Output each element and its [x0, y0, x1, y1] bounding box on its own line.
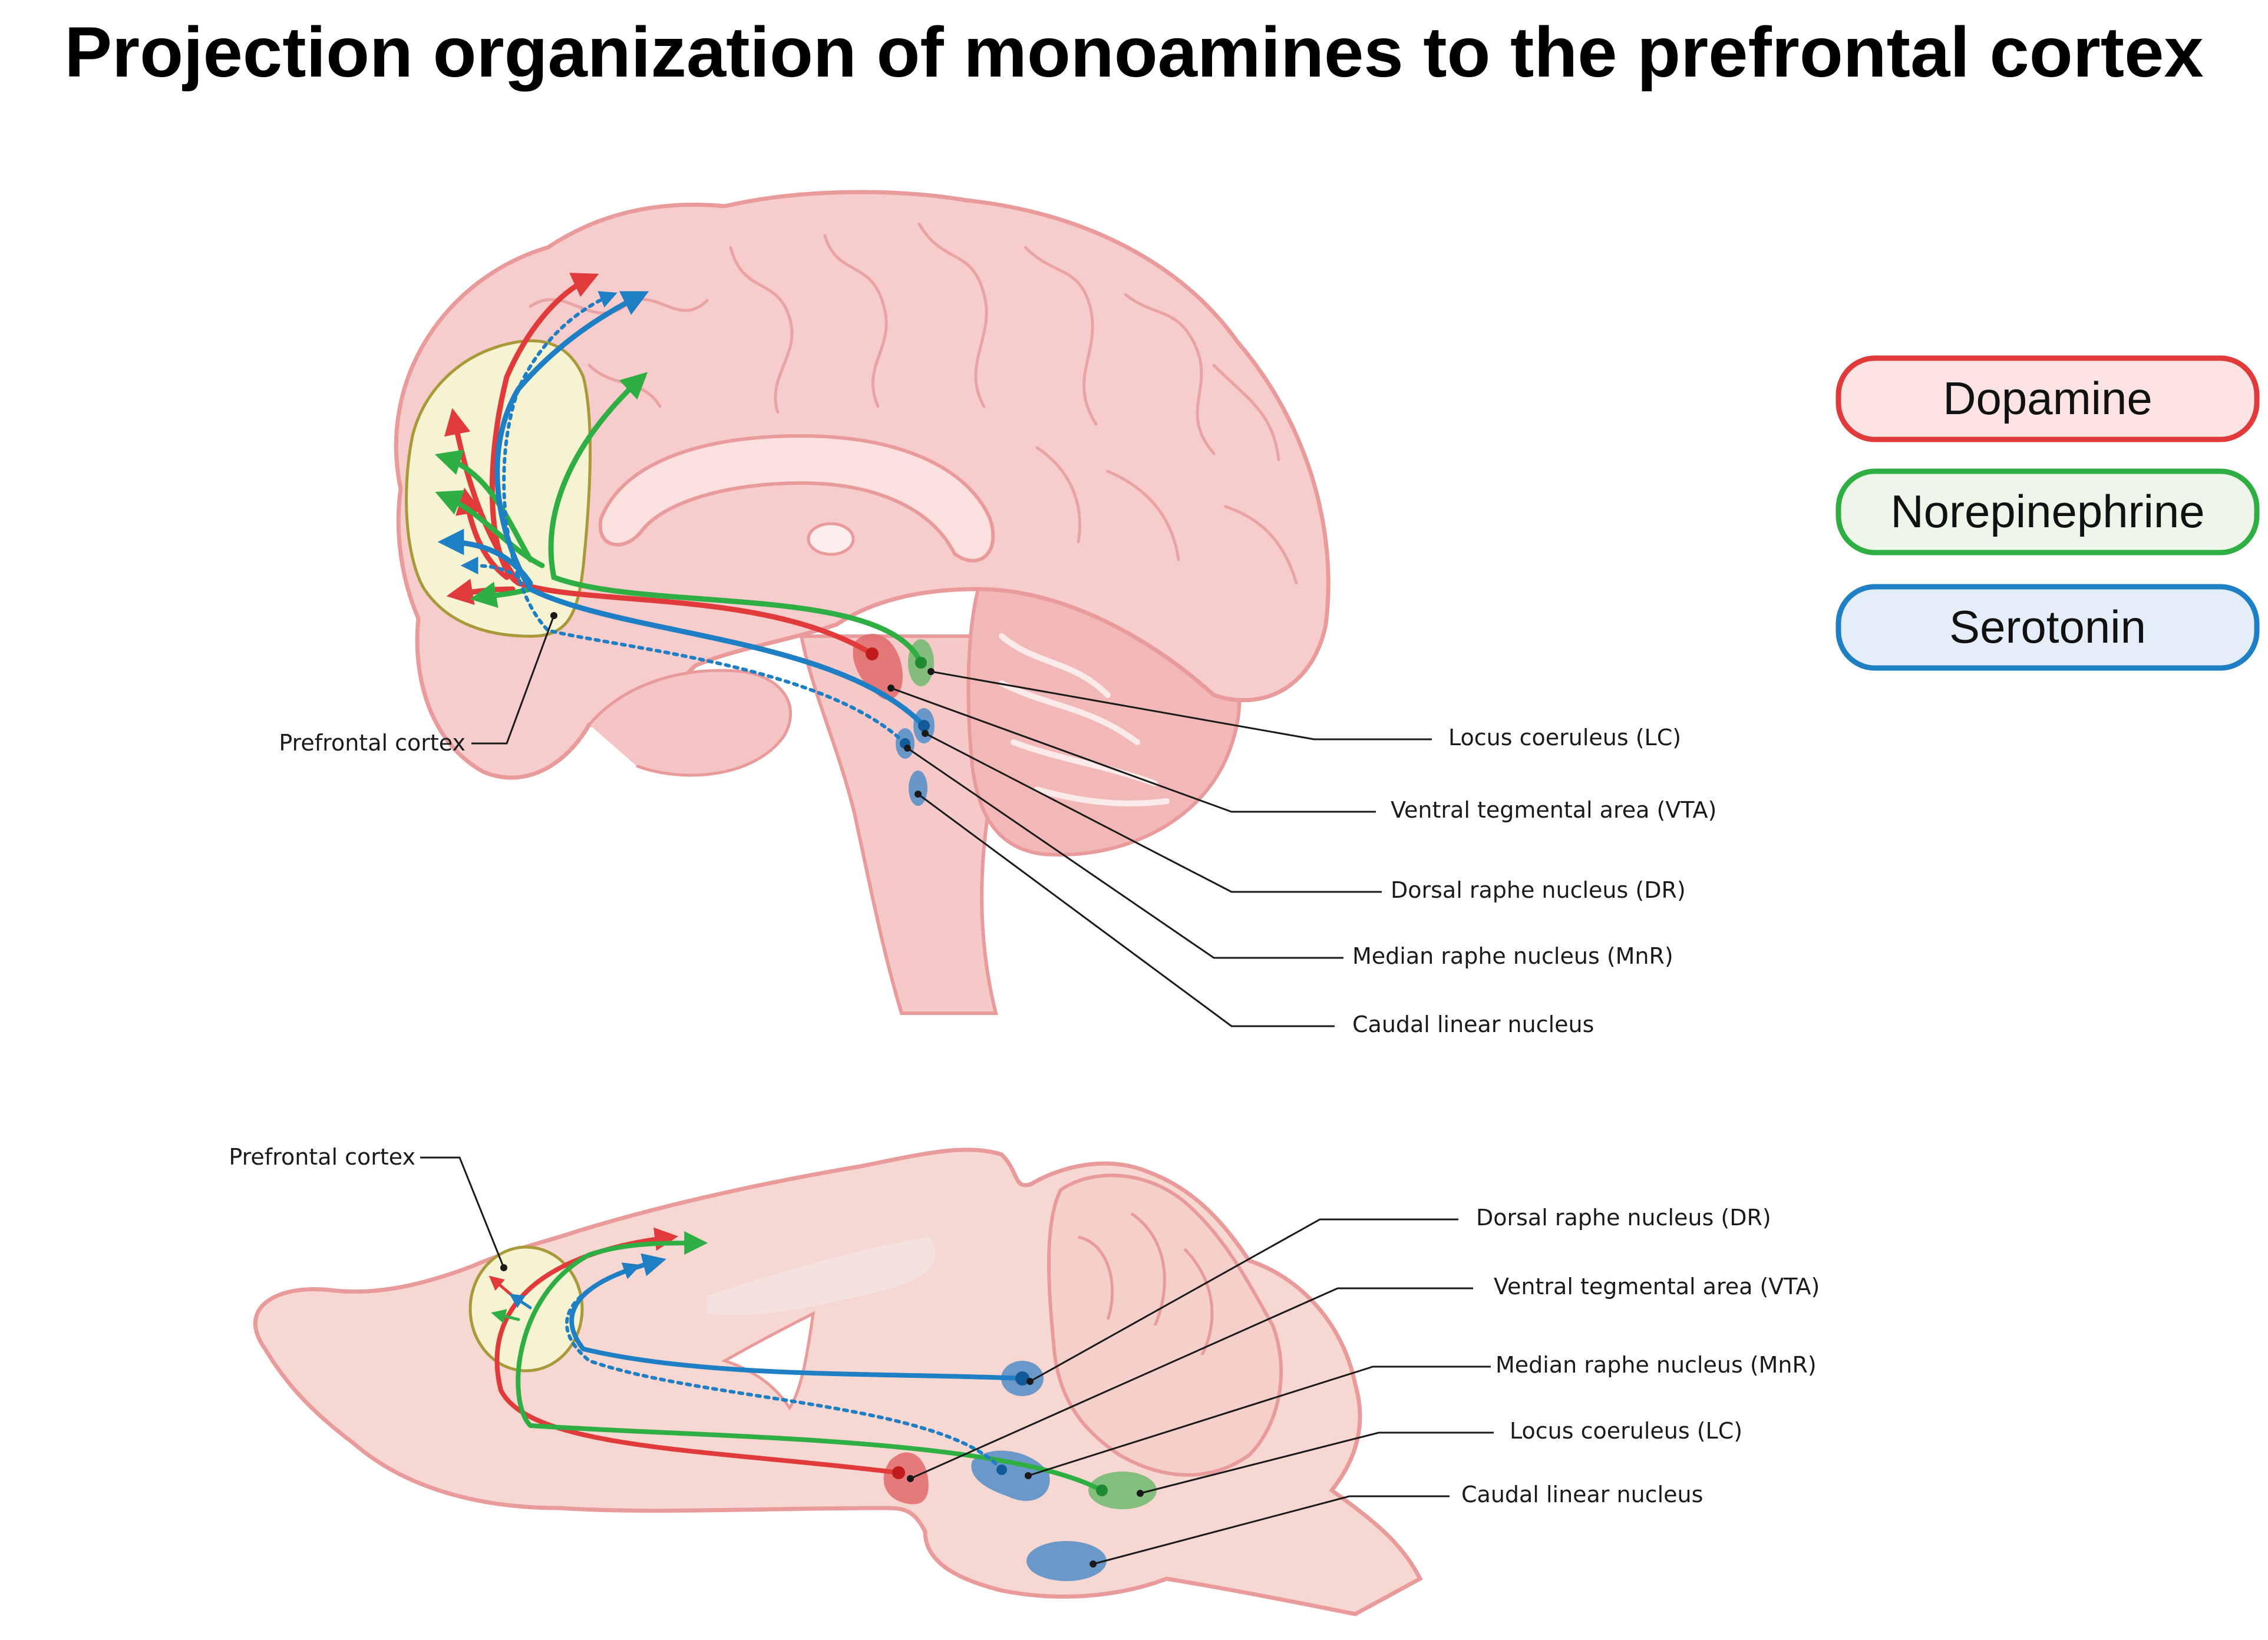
human-label-locus-coeruleus: Locus coeruleus (LC) [1448, 725, 1681, 750]
legend-dopamine: Dopamine [1835, 355, 2260, 442]
human-brain-illustration [394, 190, 1331, 1015]
human-label-caudal-linear: Caudal linear nucleus [1352, 1011, 1594, 1037]
rodent-mnr-nucleus [971, 1450, 1050, 1501]
human-label-prefrontal-cortex: Prefrontal cortex [279, 730, 466, 756]
rodent-label-caudal-linear: Caudal linear nucleus [1461, 1482, 1703, 1507]
human-label-vta: Ventral tegmental area (VTA) [1391, 797, 1716, 823]
rodent-label-locus-coeruleus: Locus coeruleus (LC) [1510, 1418, 1742, 1444]
human-label-median-raphe: Median raphe nucleus (MnR) [1352, 943, 1673, 969]
rodent-label-prefrontal-cortex: Prefrontal cortex [229, 1144, 415, 1170]
rodent-vta-nucleus [883, 1452, 929, 1505]
rodent-cln-nucleus [1026, 1541, 1107, 1581]
legend-label-serotonin: Serotonin [1949, 601, 2146, 653]
rodent-lc-nucleus [1088, 1472, 1157, 1509]
rodent-pathways [488, 1227, 1104, 1493]
human-leader-lines [471, 612, 1432, 1027]
rodent-leader-lines [420, 1156, 1494, 1568]
human-corpus-callosum [598, 434, 995, 563]
human-cln-nucleus [909, 771, 927, 806]
human-pathways [434, 273, 927, 745]
human-thalamus [807, 522, 855, 556]
rodent-label-dorsal-raphe: Dorsal raphe nucleus (DR) [1476, 1205, 1771, 1231]
legend: Dopamine Norepinephrine Serotonin [1835, 355, 2260, 671]
legend-label-norepinephrine: Norepinephrine [1890, 485, 2204, 537]
rodent-label-vta: Ventral tegmental area (VTA) [1494, 1274, 1820, 1300]
rodent-cerebellum [1047, 1173, 1283, 1477]
page-title: Projection organization of monoamines to… [64, 12, 2204, 92]
rodent-brain-illustration [253, 1148, 1423, 1616]
human-label-dorsal-raphe: Dorsal raphe nucleus (DR) [1391, 877, 1686, 903]
legend-label-dopamine: Dopamine [1943, 372, 2153, 424]
legend-norepinephrine: Norepinephrine [1835, 468, 2260, 556]
rodent-label-median-raphe: Median raphe nucleus (MnR) [1496, 1352, 1817, 1378]
legend-serotonin: Serotonin [1835, 584, 2260, 671]
